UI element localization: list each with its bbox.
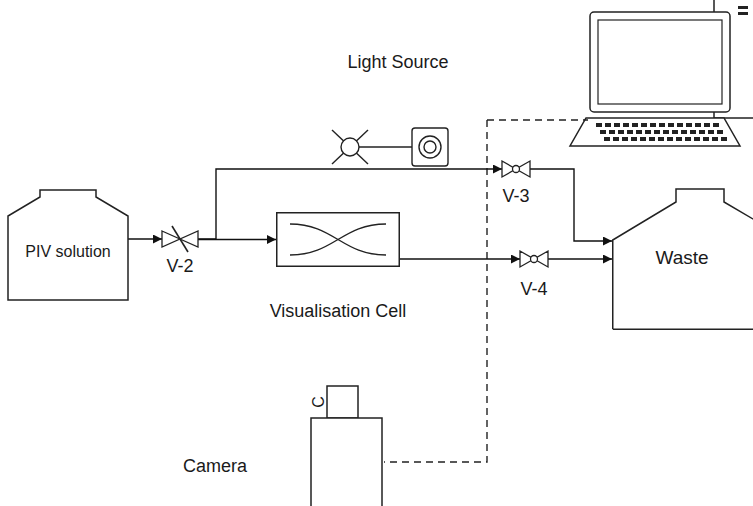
camera: CameraC (310, 385, 383, 506)
valve-outline (520, 250, 548, 268)
signal-line (487, 119, 588, 120)
light-source-outline (326, 126, 450, 168)
node-label: V-3 (502, 186, 529, 207)
valve: V-3 (502, 160, 530, 178)
lens-mark: C (310, 396, 328, 408)
computer-tower-slot (738, 6, 748, 9)
node-label: Light Source (347, 52, 448, 73)
visualisation-cell-outline (276, 212, 400, 267)
pipe-connector (128, 238, 162, 239)
node-label: Camera (183, 456, 247, 477)
node-label: V-2 (166, 256, 193, 277)
valve-outline (162, 230, 198, 248)
computer-keyboard (570, 118, 740, 146)
keyboard-keys (596, 123, 727, 141)
light-source: Light Source (326, 126, 450, 168)
piv-bottle: PIV solution (8, 190, 128, 300)
valve: V-2 (162, 230, 198, 248)
valve: V-4 (520, 250, 548, 268)
signal-line (384, 120, 487, 462)
node-label: Waste (655, 247, 708, 269)
pipe-connector (400, 258, 520, 259)
visualisation-cell: Visualisation Cell (276, 212, 400, 267)
valve-outline (502, 160, 530, 178)
pipe-connector (530, 169, 612, 241)
computer-monitor (590, 12, 730, 112)
node-label: V-4 (520, 279, 547, 300)
waste-bottle: Waste (612, 188, 753, 330)
computer-tower-slot (738, 12, 748, 15)
node-label: PIV solution (23, 243, 113, 261)
computer-screen (598, 20, 722, 104)
pipe-connector (548, 258, 612, 259)
node-label: Visualisation Cell (270, 301, 407, 322)
